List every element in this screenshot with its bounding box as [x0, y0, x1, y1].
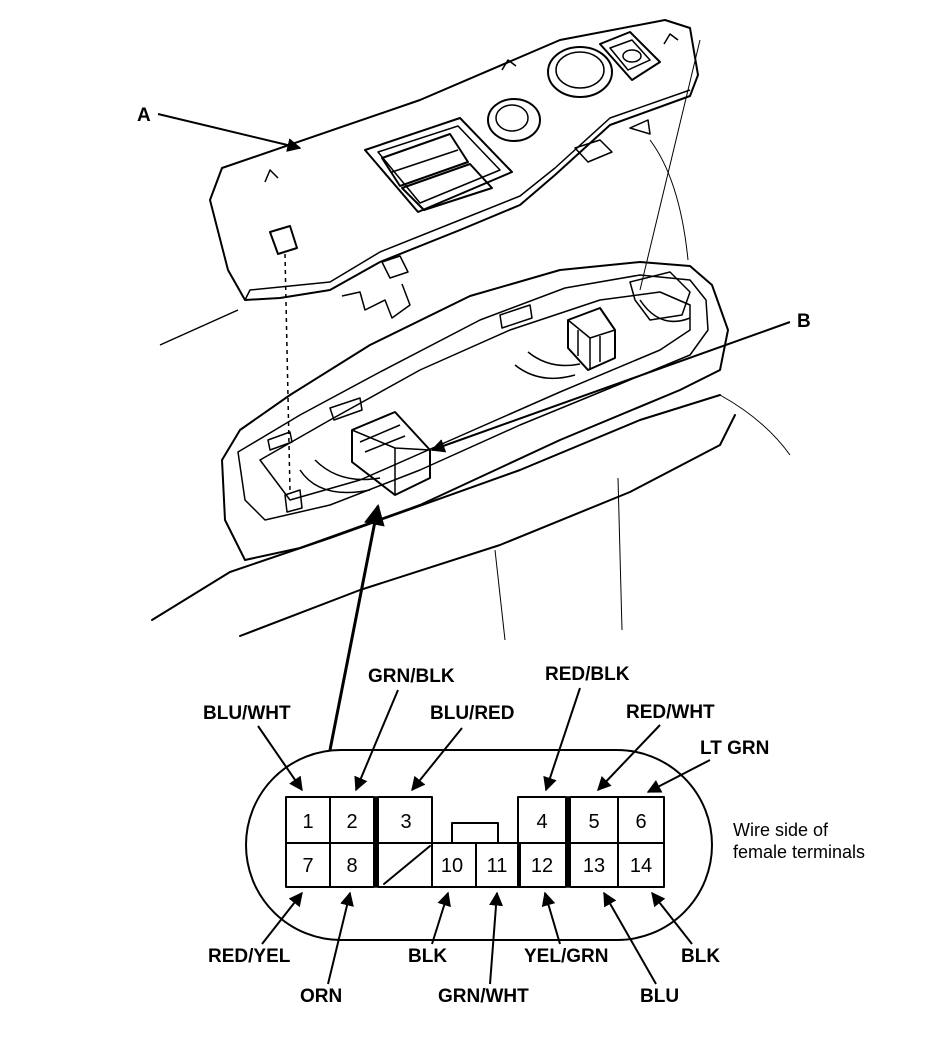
wire-label-pin2: GRN/BLK [368, 666, 455, 687]
caption-line-1: Wire side of [733, 820, 829, 840]
pin-2: 2 [346, 811, 357, 833]
pin-4: 4 [536, 811, 547, 833]
switch-assembly [209, 19, 701, 493]
wire-label-pin10: BLK [408, 946, 447, 967]
pin-7: 7 [302, 855, 313, 877]
connector-pointer-arrow [328, 503, 385, 751]
caption-line-2: female terminals [733, 842, 865, 862]
wire-label-pin13: BLU [640, 986, 679, 1007]
pin-numbers: 1 2 3 4 5 6 7 8 10 11 12 13 14 [302, 811, 652, 877]
pin-5: 5 [588, 811, 599, 833]
wire-label-pin3: BLU/RED [430, 703, 514, 724]
part-label-b: B [797, 311, 811, 332]
door-armrest [151, 261, 791, 641]
pin-3: 3 [400, 811, 411, 833]
wire-label-pin4: RED/BLK [545, 664, 630, 685]
pin-1: 1 [302, 811, 313, 833]
pin-12: 12 [531, 855, 553, 877]
pin-6: 6 [635, 811, 646, 833]
pin-14: 14 [630, 855, 652, 877]
wire-label-pin6: LT GRN [700, 738, 769, 759]
wire-label-pin7: RED/YEL [208, 946, 291, 967]
connector-far [567, 307, 616, 371]
pin-10: 10 [441, 855, 463, 877]
connector-b-near [351, 411, 431, 496]
connector-face [245, 749, 713, 941]
wire-label-pin12: YEL/GRN [524, 946, 608, 967]
wire-label-pin5: RED/WHT [626, 702, 715, 723]
wire-label-pin14: BLK [681, 946, 720, 967]
pin-11: 11 [487, 855, 508, 877]
wire-labels-bottom: RED/YEL ORN BLK GRN/WHT YEL/GRN BLU BLK [208, 891, 720, 1007]
part-label-a: A [137, 105, 151, 126]
pin-8: 8 [346, 855, 357, 877]
pin-13: 13 [583, 855, 605, 877]
wire-label-pin11: GRN/WHT [438, 986, 529, 1007]
wire-label-pin8: ORN [300, 986, 342, 1007]
wire-labels-top: BLU/WHT GRN/BLK BLU/RED RED/BLK RED/WHT … [203, 664, 769, 793]
leader-b [430, 321, 791, 453]
leader-a [157, 113, 302, 152]
wire-label-pin1: BLU/WHT [203, 703, 291, 724]
